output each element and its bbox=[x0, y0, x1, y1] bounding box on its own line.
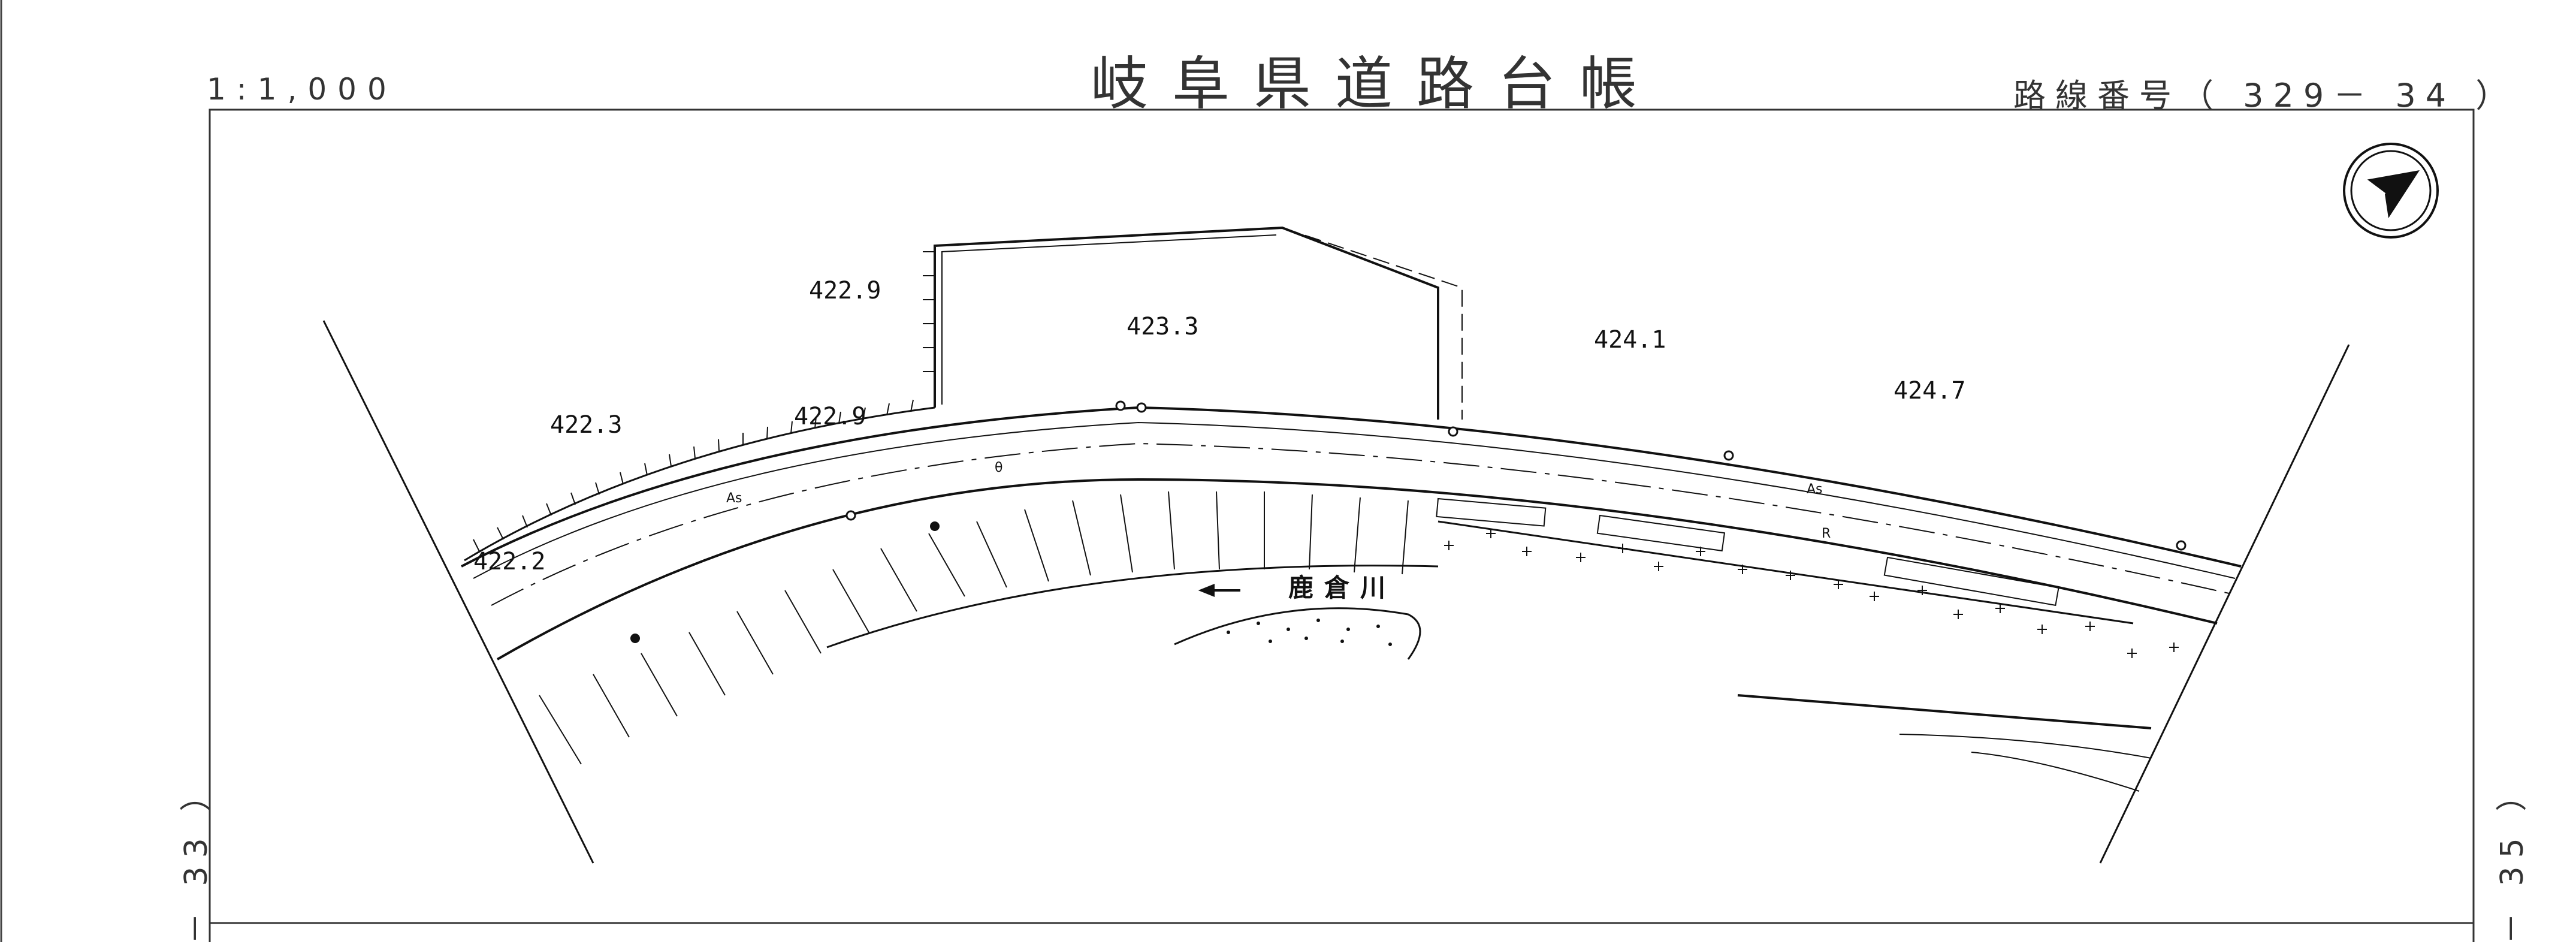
guard-rail-strips bbox=[1436, 497, 2059, 607]
elevation-label: 422.2 bbox=[473, 548, 545, 575]
lower-road-edge bbox=[1737, 694, 2152, 729]
pavement-label: As bbox=[726, 491, 742, 506]
sandbar bbox=[1174, 607, 1421, 660]
section-boundary-right bbox=[2099, 344, 2350, 864]
road-edge-north bbox=[461, 406, 2242, 568]
misc-label: R bbox=[1822, 526, 1831, 541]
road-edge-south bbox=[497, 478, 2218, 661]
sandbar-dots bbox=[1227, 619, 1392, 646]
river-name: 鹿倉川 bbox=[1288, 573, 1396, 602]
river-flow-arrow-icon bbox=[1198, 584, 1240, 597]
north-arrow-icon bbox=[2343, 143, 2439, 239]
elevation-label: 423.3 bbox=[1127, 313, 1198, 340]
lower-path bbox=[1899, 734, 2152, 759]
utility-poles bbox=[630, 400, 2187, 643]
road-centerline bbox=[491, 442, 2230, 606]
elevation-label: 424.7 bbox=[1894, 377, 1965, 405]
pavement-label: As bbox=[1807, 482, 1823, 497]
river-bank-lines bbox=[539, 491, 1439, 765]
map-frame bbox=[209, 108, 2475, 942]
elevation-label: 422.9 bbox=[809, 277, 881, 304]
route-number: 路線番号（ 329－ 34 ） bbox=[2013, 77, 2518, 114]
sidewalk-edge bbox=[1438, 520, 2134, 625]
elevation-label: 424.1 bbox=[1594, 326, 1666, 354]
vegetation-marks bbox=[1444, 529, 2179, 658]
elevation-label: 422.9 bbox=[794, 403, 866, 430]
road-edge-north-inner bbox=[473, 421, 2236, 579]
map-scale: 1:1,000 bbox=[207, 72, 397, 107]
page-title: 岐阜県道路台帳 bbox=[1091, 50, 1661, 117]
misc-label: θ bbox=[995, 460, 1002, 475]
embankment-hatching-north bbox=[464, 251, 935, 562]
section-boundary-left bbox=[322, 320, 594, 864]
elevation-label: 422.3 bbox=[550, 411, 622, 439]
